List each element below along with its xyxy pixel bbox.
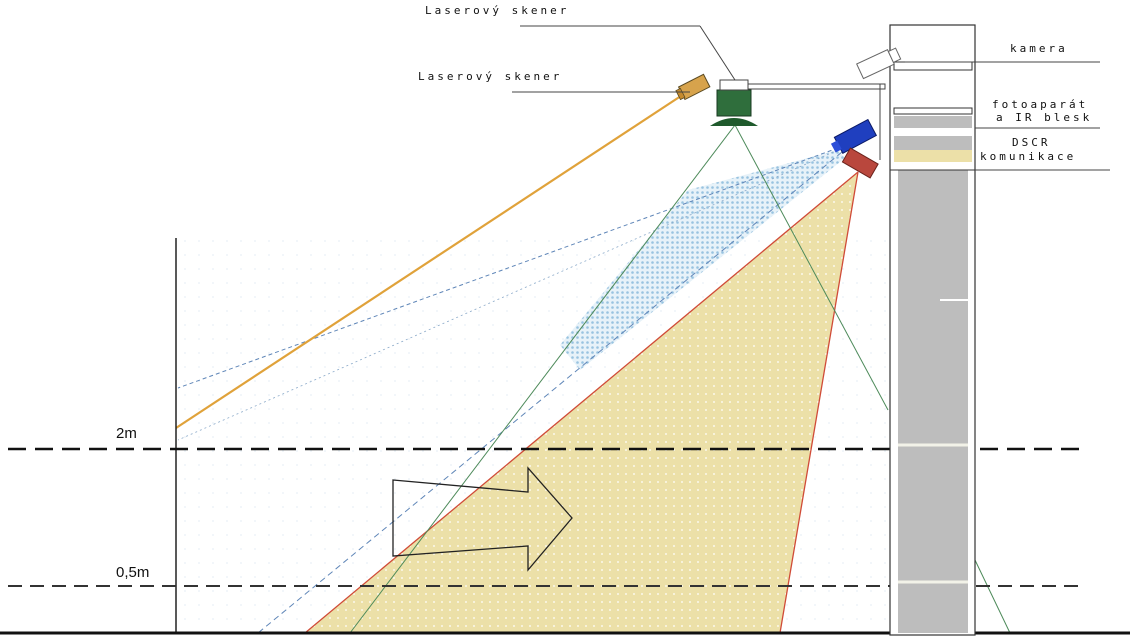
camera-ray-upper — [177, 147, 839, 389]
label-dsrc-line1: DSCR — [1012, 136, 1051, 149]
laser-emitter-icon — [675, 73, 711, 101]
camera-beam-zone — [560, 150, 845, 370]
camera-ray-mid — [177, 149, 839, 441]
laser-scanner-icon — [710, 79, 758, 126]
zone-edge-right — [779, 171, 859, 634]
label-photo-line2: a IR blesk — [996, 111, 1092, 124]
scanner-beam-right — [734, 124, 889, 411]
label-dsrc-line2: komunikace — [980, 150, 1076, 163]
laser-beam — [175, 89, 691, 429]
pole-compartment-1 — [893, 61, 973, 71]
camera-icon — [856, 47, 902, 80]
pole-panel-cream — [894, 150, 972, 162]
pole-base-line — [974, 559, 1011, 634]
photo-camera-icon — [830, 118, 878, 154]
height-label-05m: 0,5m — [116, 564, 149, 581]
leader-laser-scanner-top-diag — [699, 25, 736, 81]
dsrc-unit-icon — [841, 147, 879, 179]
label-photo-line1: fotoaparát — [992, 98, 1088, 111]
label-camera: kamera — [1010, 42, 1068, 55]
gantry-arm — [734, 83, 886, 90]
label-laser-scanner: Laserový skener — [418, 70, 562, 83]
label-laser-scanner-top: Laserový skener — [425, 4, 569, 17]
height-label-2m: 2m — [116, 425, 137, 442]
pole-body — [898, 170, 968, 633]
pole-compartment-3 — [894, 116, 972, 128]
direction-arrow-icon — [392, 466, 573, 572]
camera-ray-lower — [257, 151, 843, 634]
pole-compartment-2 — [893, 107, 973, 115]
scanner-beam-left — [349, 124, 736, 634]
